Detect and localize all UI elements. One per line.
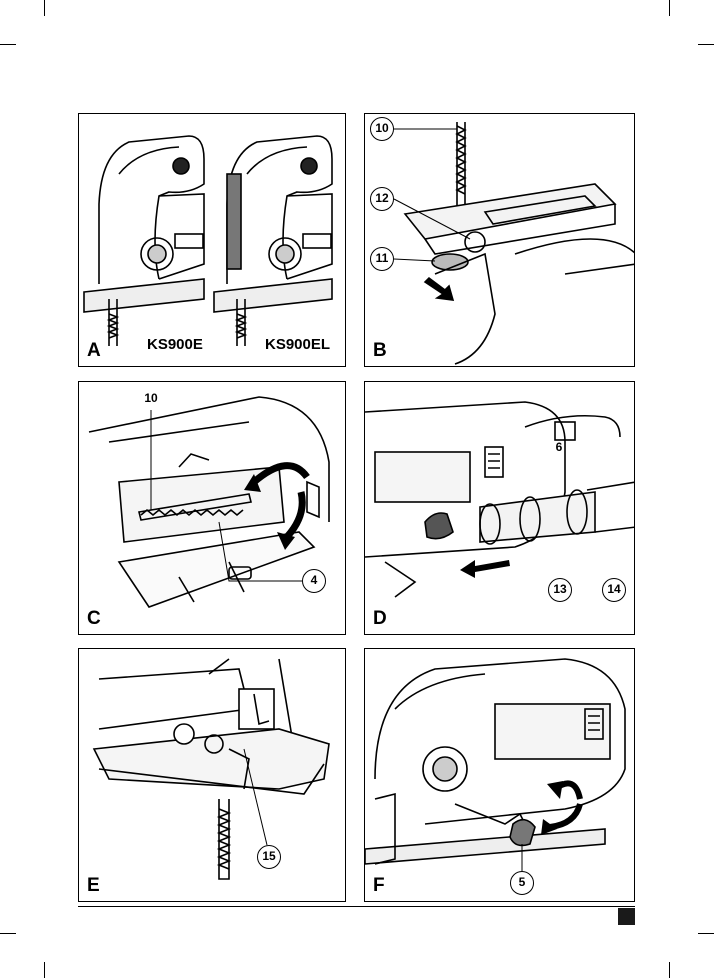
figure-panel-e: 15 E	[78, 648, 346, 902]
figure-panel-c: 10 4 C	[78, 381, 346, 635]
crop-mark	[698, 44, 714, 45]
jigsaw-illustration-a	[79, 114, 346, 367]
crop-mark	[0, 933, 16, 934]
panel-label-b: B	[373, 340, 387, 362]
panel-label-d: D	[373, 608, 387, 630]
crop-mark	[669, 962, 670, 978]
figure-panel-d: 6 13 14 D	[364, 381, 635, 635]
model-label-ks900e: KS900E	[147, 336, 203, 353]
callout-leaders-b	[365, 114, 635, 367]
crop-mark	[669, 0, 670, 16]
jigsaw-illustration-d	[365, 382, 635, 635]
callout-6: 6	[547, 437, 571, 461]
callout-13: 13	[548, 578, 572, 602]
crop-mark	[44, 962, 45, 978]
figure-panel-b: 10 12 11 B	[364, 113, 635, 367]
callout-leaders-f	[365, 649, 635, 902]
crop-mark	[44, 0, 45, 16]
panel-label-e: E	[87, 875, 100, 897]
crop-mark	[0, 44, 16, 45]
model-label-ks900el: KS900EL	[265, 336, 330, 353]
figure-panel-f: 5 F	[364, 648, 635, 902]
callout-14: 14	[602, 578, 626, 602]
crop-mark	[698, 933, 714, 934]
panel-label-c: C	[87, 608, 101, 630]
callout-leaders-e	[79, 649, 346, 902]
footer-rule	[78, 906, 635, 907]
figure-panel-a: KS900E KS900EL A	[78, 113, 346, 367]
callout-leaders-c	[79, 382, 346, 635]
page-tab-marker	[618, 908, 635, 925]
panel-label-f: F	[373, 875, 385, 897]
panel-label-a: A	[87, 340, 101, 362]
